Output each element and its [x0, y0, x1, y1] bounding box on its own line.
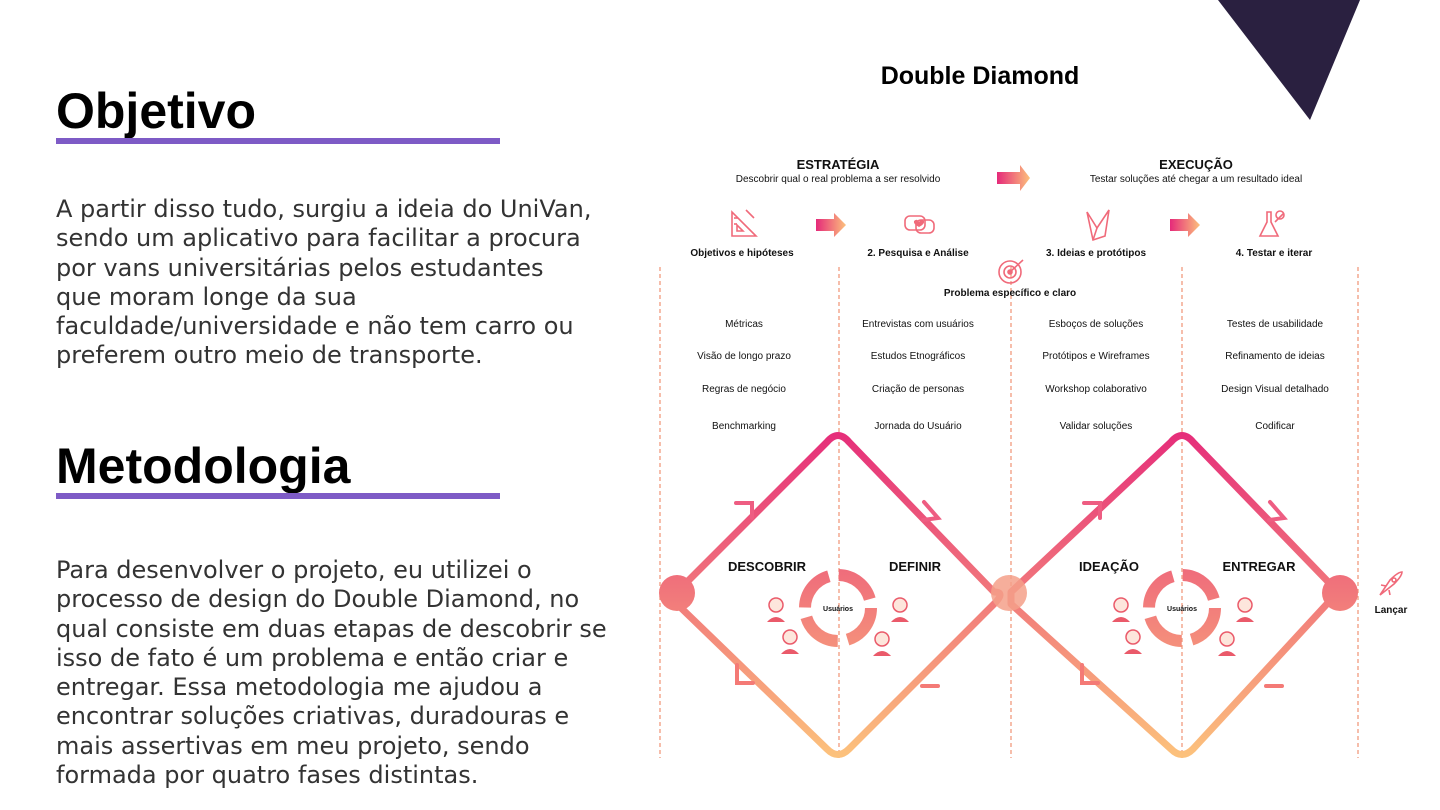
list-item: Regras de negócio: [702, 384, 786, 395]
middle-node: [991, 575, 1027, 611]
phase-label: DEFINIR: [889, 559, 942, 574]
user-avatar-icon: [891, 597, 909, 622]
cycle-label: Usuários: [823, 606, 853, 613]
execucao-subtitle: Testar soluções até chegar a um resultad…: [1090, 174, 1302, 185]
lab-flask-icon: [1258, 210, 1285, 237]
users-cycle-icon: Usuários: [1143, 569, 1221, 647]
start-node: [659, 575, 695, 611]
step-arrow-icon: [816, 213, 846, 237]
column-list: Testes de usabilidade Refinamento de ide…: [1221, 319, 1329, 432]
column-list: Entrevistas com usuários Estudos Etnográ…: [862, 319, 974, 432]
user-avatar-icon: [1236, 597, 1254, 622]
step-label: 2. Pesquisa e Análise: [867, 248, 969, 259]
metodologia-underline: [56, 493, 500, 499]
user-avatar-icon: [1218, 631, 1236, 656]
double-diamond-diagram: ESTRATÉGIA Descobrir qual o real problem…: [659, 157, 1408, 758]
phase-label: DESCOBRIR: [728, 559, 807, 574]
end-node: [1322, 575, 1358, 611]
user-avatar-icon: [873, 631, 891, 656]
flow-chevrons: [734, 500, 1288, 688]
list-item: Design Visual detalhado: [1221, 384, 1329, 395]
list-item: Benchmarking: [712, 421, 776, 432]
objetivo-underline: [56, 138, 500, 144]
list-item: Visão de longo prazo: [697, 351, 791, 362]
user-avatar-icon: [767, 597, 785, 622]
list-item: Jornada do Usuário: [874, 421, 962, 432]
launch-label: Lançar: [1375, 605, 1408, 616]
column-list: Métricas Visão de longo prazo Regras de …: [697, 319, 791, 432]
list-item: Testes de usabilidade: [1227, 319, 1324, 330]
list-item: Entrevistas com usuários: [862, 319, 974, 330]
list-item: Protótipos e Wireframes: [1042, 351, 1149, 362]
step-label: Objetivos e hipóteses: [690, 248, 794, 259]
metodologia-heading: Metodologia: [56, 438, 351, 494]
list-item: Workshop colaborativo: [1045, 384, 1147, 395]
estrategia-title: ESTRATÉGIA: [797, 157, 880, 172]
estrategia-subtitle: Descobrir qual o real problema a ser res…: [736, 174, 941, 185]
ruler-icon: [731, 209, 758, 237]
list-item: Estudos Etnográficos: [871, 351, 966, 362]
target-icon: [998, 259, 1024, 284]
double-diamond-title: Double Diamond: [880, 62, 1080, 90]
header-arrow-icon: [997, 165, 1030, 191]
step-arrow-icon: [1170, 213, 1200, 237]
chat-bubbles-icon: [904, 215, 935, 234]
user-avatar-icon: [1112, 597, 1130, 622]
list-item: Refinamento de ideias: [1225, 351, 1325, 362]
list-item: Esboços de soluções: [1049, 319, 1144, 330]
problem-label: Problema específico e claro: [944, 288, 1076, 299]
list-item: Métricas: [725, 319, 763, 330]
metodologia-text: Para desenvolver o projeto, eu utilizei …: [56, 556, 607, 790]
step-label: 3. Ideias e protótipos: [1046, 248, 1146, 259]
column-separators: [659, 267, 1359, 758]
rocket-icon: [1379, 571, 1403, 596]
step-label: 4. Testar e iterar: [1236, 248, 1313, 259]
objetivo-text: A partir disso tudo, surgiu a ideia do U…: [56, 195, 592, 370]
origami-icon: [1086, 209, 1110, 242]
user-avatar-icon: [1124, 629, 1142, 654]
cycle-label: Usuários: [1167, 606, 1197, 613]
diamond-1-shape: [673, 432, 1004, 758]
list-item: Codificar: [1255, 421, 1295, 432]
list-item: Criação de personas: [872, 384, 964, 395]
column-list: Esboços de soluções Protótipos e Wirefra…: [1042, 319, 1149, 432]
corner-triangle-decoration: [1218, 0, 1360, 120]
diamond-2-shape: [1007, 432, 1342, 758]
list-item: Validar soluções: [1060, 421, 1133, 432]
objetivo-heading: Objetivo: [56, 83, 257, 139]
users-cycle-icon: Usuários: [799, 569, 877, 647]
execucao-title: EXECUÇÃO: [1159, 157, 1233, 172]
user-avatar-icon: [781, 629, 799, 654]
phase-label: IDEAÇÃO: [1079, 559, 1139, 574]
phase-label: ENTREGAR: [1223, 559, 1297, 574]
